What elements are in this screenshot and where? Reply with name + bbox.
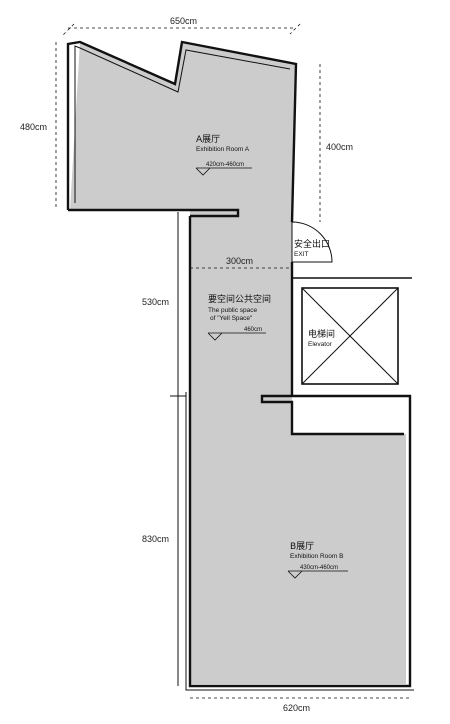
room-b-name-zh: B展厅 — [290, 541, 314, 552]
public-space-name-en-1: The public space — [208, 307, 258, 314]
room-a-height: 420cm-460cm — [206, 162, 244, 168]
corridor-left-inner-wall — [185, 392, 414, 691]
exit-label-en: EXIT — [294, 251, 308, 258]
room-b-height: 430cm-460cm — [300, 565, 338, 571]
dim-label-top: 650cm — [170, 16, 197, 26]
dim-label-right-a: 400cm — [326, 142, 353, 152]
public-space-level-marker — [207, 332, 266, 341]
dim-label-corridor-height: 530cm — [142, 297, 169, 307]
room-b-name-en: Exhibition Room B — [290, 553, 343, 560]
public-space-name-en-2: of "Yell Space" — [210, 315, 253, 322]
service-block — [292, 402, 404, 434]
dim-tick-top-left — [61, 23, 75, 37]
room-a-name-zh: A展厅 — [196, 134, 220, 145]
public-space-floor — [190, 210, 292, 396]
dim-label-corridor-width: 300cm — [226, 256, 253, 266]
elevator-label-en: Elevator — [308, 341, 333, 348]
room-a-inner-wall — [74, 45, 291, 203]
room-b-floor — [190, 396, 406, 684]
exit-door — [291, 221, 333, 263]
elevator-shaft — [301, 287, 399, 385]
room-a-level-marker — [195, 167, 252, 176]
dim-label-bottom: 620cm — [283, 703, 310, 713]
room-a-partition-wall — [68, 208, 240, 218]
corridor-left-wall — [188, 216, 412, 688]
exit-label-zh: 安全出口 — [294, 238, 330, 250]
public-space-height: 460cm — [244, 327, 262, 333]
public-space-name-zh: 要空间公共空间 — [208, 293, 271, 305]
dim-tick-top-right — [289, 23, 301, 35]
room-b-level-marker — [287, 570, 348, 579]
dim-label-left-a: 480cm — [20, 122, 47, 132]
dim-label-left-b: 830cm — [142, 534, 169, 544]
room-a-outer-wall — [66, 40, 298, 223]
elevator-label-zh: 电梯间 — [308, 328, 335, 340]
room-a-name-en: Exhibition Room A — [196, 146, 250, 153]
room-a-floor — [70, 42, 296, 222]
